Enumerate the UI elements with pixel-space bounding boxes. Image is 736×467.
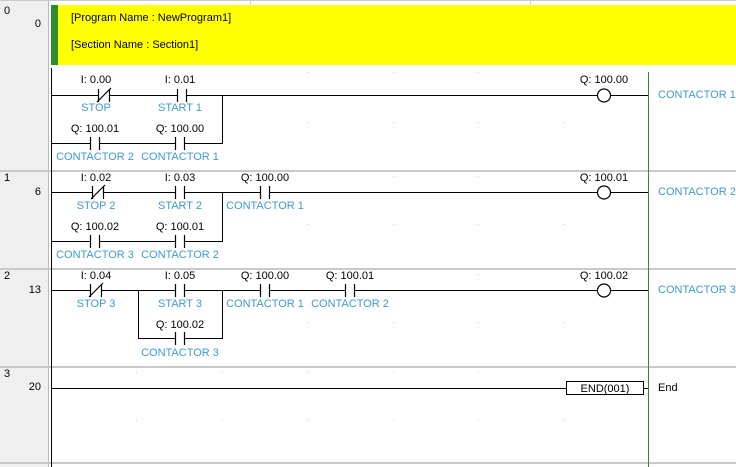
end-instruction[interactable]: END(001): [566, 381, 644, 396]
contact-no-contactor-2[interactable]: [344, 284, 356, 297]
program-name-label: [Program Name : NewProgram1]: [71, 12, 232, 24]
coil-operand-label: Q: 100.01: [579, 172, 629, 184]
contact-no-contactor-3[interactable]: [89, 235, 101, 248]
comment-label-contactor-3: CONTACTOR 3: [141, 347, 219, 359]
comment-label-stop: STOP: [81, 102, 111, 114]
coil-operand-label: Q: 100.02: [579, 270, 629, 282]
operand-label: Q: 100.00: [155, 123, 205, 135]
rung-index-3[interactable]: 3: [4, 368, 11, 380]
contact-no-start-1[interactable]: [176, 89, 188, 102]
operand-label: I: 0.01: [164, 74, 196, 86]
comment-label-contactor-3: CONTACTOR 3: [56, 249, 134, 261]
rung-index-0[interactable]: 0: [4, 5, 11, 17]
contact-nc-stop-3[interactable]: [88, 282, 104, 298]
operand-label: I: 0.03: [164, 172, 196, 184]
gutter-divider: [48, 0, 49, 467]
contact-no-contactor-2[interactable]: [174, 235, 186, 248]
end-instruction-label: END(001): [581, 383, 630, 395]
program-comment-block[interactable]: [Program Name : NewProgram1] [Section Na…: [51, 5, 736, 65]
rung-separator: [0, 170, 736, 172]
comment-label-contactor-2: CONTACTOR 2: [141, 249, 219, 261]
operand-label: Q: 100.00: [240, 270, 290, 282]
rung-step-1: 6: [34, 186, 41, 198]
operand-label: Q: 100.02: [155, 319, 205, 331]
comment-label-stop-3: STOP 3: [76, 298, 116, 310]
grid-dots: [136, 72, 564, 421]
section-name-label: [Section Name : Section1]: [71, 39, 199, 51]
rung-index-1[interactable]: 1: [4, 172, 11, 184]
operand-label: I: 0.02: [80, 172, 112, 184]
operand-label: Q: 100.01: [70, 123, 120, 135]
comment-label-start-3: START 3: [157, 298, 203, 310]
rung-separator: [0, 462, 736, 464]
contact-no-contactor-1[interactable]: [259, 284, 271, 297]
comment-label-contactor-2: CONTACTOR 2: [311, 298, 389, 310]
coil-comment-label: CONTACTOR 1: [658, 89, 736, 101]
end-comment-label: End: [658, 382, 678, 394]
coil-comment-label: CONTACTOR 3: [658, 284, 736, 296]
operand-label: Q: 100.00: [240, 172, 290, 184]
operand-label: Q: 100.01: [325, 270, 375, 282]
coil-operand-label: Q: 100.00: [579, 74, 629, 86]
rung-separator: [0, 366, 736, 368]
end-instruction-box[interactable]: [566, 381, 644, 395]
coil-contactor-2[interactable]: [596, 185, 612, 200]
coil-comment-label: CONTACTOR 2: [658, 186, 736, 198]
comment-label-contactor-2: CONTACTOR 2: [56, 151, 134, 163]
coil-contactor-3[interactable]: [596, 283, 612, 298]
operand-label: I: 0.05: [164, 270, 196, 282]
rung-index-2[interactable]: 2: [4, 270, 11, 282]
rung-gutter: [0, 0, 48, 467]
header-tick: [530, 0, 531, 4]
operand-label: Q: 100.01: [155, 221, 205, 233]
rung-1-wiring: [52, 192, 648, 242]
contact-nc-stop-2[interactable]: [90, 184, 106, 200]
comment-label-start-1: START 1: [157, 102, 203, 114]
comment-label-stop-2: STOP 2: [76, 200, 116, 212]
rung-step-3: 20: [28, 381, 41, 393]
contact-nc-stop[interactable]: [96, 87, 112, 103]
header-tick: [250, 0, 251, 4]
rung-2-wiring: [52, 290, 648, 339]
contact-no-contactor-1[interactable]: [174, 137, 186, 150]
rung-step-0: 0: [34, 18, 41, 30]
contact-no-start-3[interactable]: [174, 284, 186, 297]
contact-no-contactor-2[interactable]: [89, 137, 101, 150]
operand-label: I: 0.04: [80, 270, 112, 282]
rung-step-2: 13: [28, 284, 41, 296]
contact-no-contactor-1[interactable]: [259, 186, 271, 199]
operand-label: I: 0.00: [80, 74, 112, 86]
rung-0-wiring: [52, 95, 648, 144]
comment-label-contactor-1: CONTACTOR 1: [226, 200, 304, 212]
operand-label: Q: 100.02: [70, 221, 120, 233]
contact-no-start-2[interactable]: [174, 186, 186, 199]
comment-label-contactor-1: CONTACTOR 1: [141, 151, 219, 163]
header-divider: [0, 0, 736, 1]
coil-contactor-1[interactable]: [596, 88, 612, 103]
comment-label-contactor-1: CONTACTOR 1: [226, 298, 304, 310]
rung-separator: [0, 268, 736, 270]
comment-label-start-2: START 2: [157, 200, 203, 212]
contact-no-contactor-3[interactable]: [174, 332, 186, 345]
